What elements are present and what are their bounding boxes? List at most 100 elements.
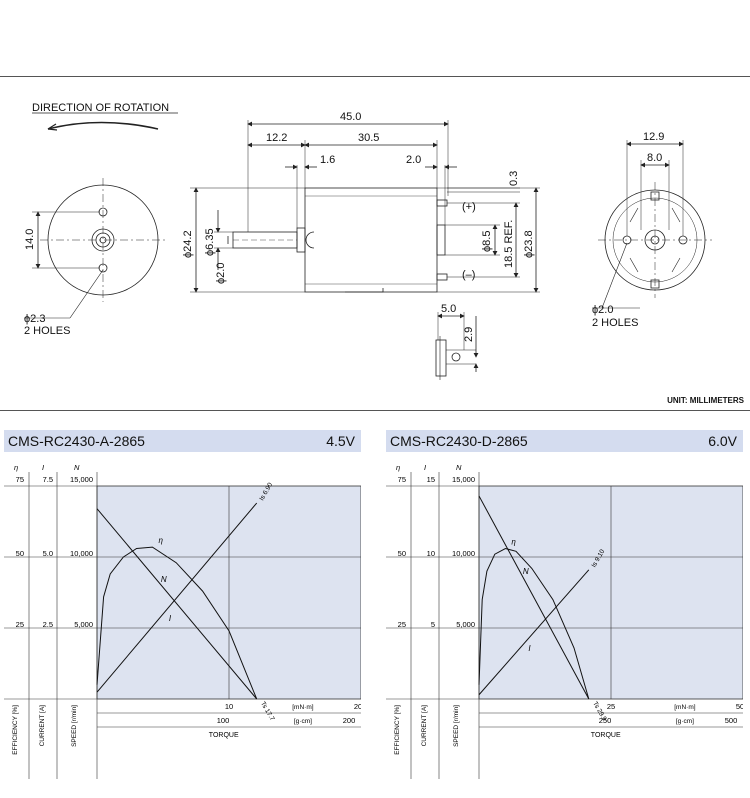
dim-dia-2-0: ϕ2.0 — [215, 263, 227, 284]
x-axis-label: TORQUE — [591, 732, 621, 739]
top-divider — [0, 76, 750, 77]
side-view: 45.0 12.2 30.5 1.6 2.0 0.3 ϕ24.2 — [182, 111, 540, 293]
dim-overall-length: 45.0 — [340, 111, 361, 123]
direction-label: DIRECTION OF ROTATION — [32, 102, 169, 114]
current-tick-label: 10 — [427, 549, 435, 558]
current-tick-label: 5 — [431, 620, 435, 629]
current-symbol: I — [424, 463, 426, 472]
dim-dia-6-35: ϕ6.35 — [204, 228, 216, 256]
efficiency-tick-label: 50 — [398, 549, 406, 558]
dim-12-2: 12.2 — [266, 132, 287, 144]
x-axis-label: TORQUE — [209, 732, 239, 739]
speed-tick-label: 15,000 — [452, 475, 475, 484]
efficiency-tick-label: 50 — [16, 549, 24, 558]
efficiency-curve — [478, 547, 590, 700]
rotation-arrow-icon — [47, 121, 159, 130]
efficiency-series-label: η — [511, 537, 516, 546]
dim-12-9: 12.9 — [643, 131, 664, 143]
torque-gcm-tick: 500 — [725, 716, 738, 725]
dimension-drawing: DIRECTION OF ROTATION 14.0 ϕ2.3 2 HOLES — [24, 102, 712, 380]
current-tick-label: 2.5 — [43, 620, 53, 629]
torque-gcm-unit: [g·cm] — [676, 718, 694, 725]
current-curve — [478, 569, 590, 696]
y-axis-label: SPEED [r/min] — [453, 705, 460, 747]
unit-label: UNIT: MILLIMETERS — [667, 396, 744, 405]
dim-30-5: 30.5 — [358, 132, 379, 144]
terminal-plus: (+) — [462, 201, 476, 213]
efficiency-symbol: η — [396, 463, 400, 472]
left-hole-dia: ϕ2.3 — [24, 313, 45, 325]
dim-dia-8-5: ϕ8.5 — [481, 231, 493, 252]
chart-header: CMS-RC2430-D-2865 6.0V — [386, 430, 743, 452]
torque-gcm-tick: 100 — [217, 716, 230, 725]
torque-mnm-tick: 10 — [225, 702, 233, 711]
y-axis-label: CURRENT [A] — [421, 705, 428, 747]
torque-gcm-tick: 200 — [343, 716, 356, 725]
current-tick-label: 15 — [427, 475, 435, 484]
terminal-minus: (–) — [462, 269, 475, 281]
rear-view-right: 12.9 8.0 ϕ2.0 2 HOLES — [592, 131, 712, 329]
speed-symbol: N — [74, 463, 80, 472]
left-hole-count: 2 HOLES — [24, 325, 70, 337]
dim-5-0: 5.0 — [441, 303, 456, 315]
speed-symbol: N — [456, 463, 462, 472]
efficiency-tick-label: 75 — [16, 475, 24, 484]
model-name: CMS-RC2430-D-2865 — [390, 433, 528, 449]
current-symbol: I — [42, 463, 44, 472]
dim-dia-23-8: ϕ23.8 — [523, 230, 535, 258]
torque-mnm-unit: [mN·m] — [292, 704, 313, 711]
mid-divider — [0, 410, 750, 411]
torque-mnm-tick: 25 — [607, 702, 615, 711]
y-axis-label: EFFICIENCY [%] — [394, 705, 401, 755]
y-axis-label: SPEED [r/min] — [71, 705, 78, 747]
dim-14-0: 14.0 — [24, 229, 36, 250]
chart-header: CMS-RC2430-A-2865 4.5V — [4, 430, 361, 452]
dim-8-0: 8.0 — [647, 152, 662, 164]
speed-tick-label: 15,000 — [70, 475, 93, 484]
stall-torque-annotation: Ts 17.7 — [259, 701, 276, 723]
efficiency-series-label: η — [158, 536, 163, 545]
dim-18-5-ref: 18.5 REF. — [503, 220, 515, 268]
efficiency-tick-label: 75 — [398, 475, 406, 484]
speed-series-label: N — [523, 567, 529, 576]
dim-2-9: 2.9 — [463, 327, 475, 342]
voltage-label: 6.0V — [708, 433, 737, 449]
speed-curve — [478, 495, 590, 700]
torque-mnm-tick: 20 — [354, 702, 361, 711]
terminal-detail: 5.0 2.9 — [435, 303, 479, 380]
voltage-label: 4.5V — [326, 433, 355, 449]
speed-series-label: N — [161, 575, 167, 584]
y-axis-label: EFFICIENCY [%] — [12, 705, 19, 755]
torque-gcm-unit: [g·cm] — [294, 718, 312, 725]
model-name: CMS-RC2430-A-2865 — [8, 433, 145, 449]
efficiency-tick-label: 25 — [398, 620, 406, 629]
efficiency-symbol: η — [14, 463, 18, 472]
current-series-label: I — [169, 614, 172, 623]
torque-mnm-unit: [mN·m] — [674, 704, 695, 711]
current-series-label: I — [528, 644, 531, 653]
current-tick-label: 7.5 — [43, 475, 53, 484]
torque-mnm-tick: 50 — [736, 702, 743, 711]
speed-tick-label: 5,000 — [456, 620, 475, 629]
efficiency-curve — [96, 546, 258, 700]
right-hole-count: 2 HOLES — [592, 317, 638, 329]
speed-curve — [96, 508, 258, 700]
front-view-left: 14.0 ϕ2.3 2 HOLES — [24, 178, 166, 337]
speed-tick-label: 10,000 — [452, 549, 475, 558]
dim-dia-24-2: ϕ24.2 — [182, 230, 194, 258]
torque-gcm-tick: 250 — [599, 716, 612, 725]
right-hole-dia: ϕ2.0 — [592, 304, 613, 316]
current-curve — [96, 502, 258, 693]
efficiency-tick-label: 25 — [16, 620, 24, 629]
current-tick-label: 5.0 — [43, 549, 53, 558]
y-axis-label: CURRENT [A] — [39, 705, 46, 747]
speed-tick-label: 10,000 — [70, 549, 93, 558]
dim-1-6: 1.6 — [320, 154, 335, 166]
speed-tick-label: 5,000 — [74, 620, 93, 629]
dim-2-0: 2.0 — [406, 154, 421, 166]
dim-0-3: 0.3 — [508, 171, 520, 186]
